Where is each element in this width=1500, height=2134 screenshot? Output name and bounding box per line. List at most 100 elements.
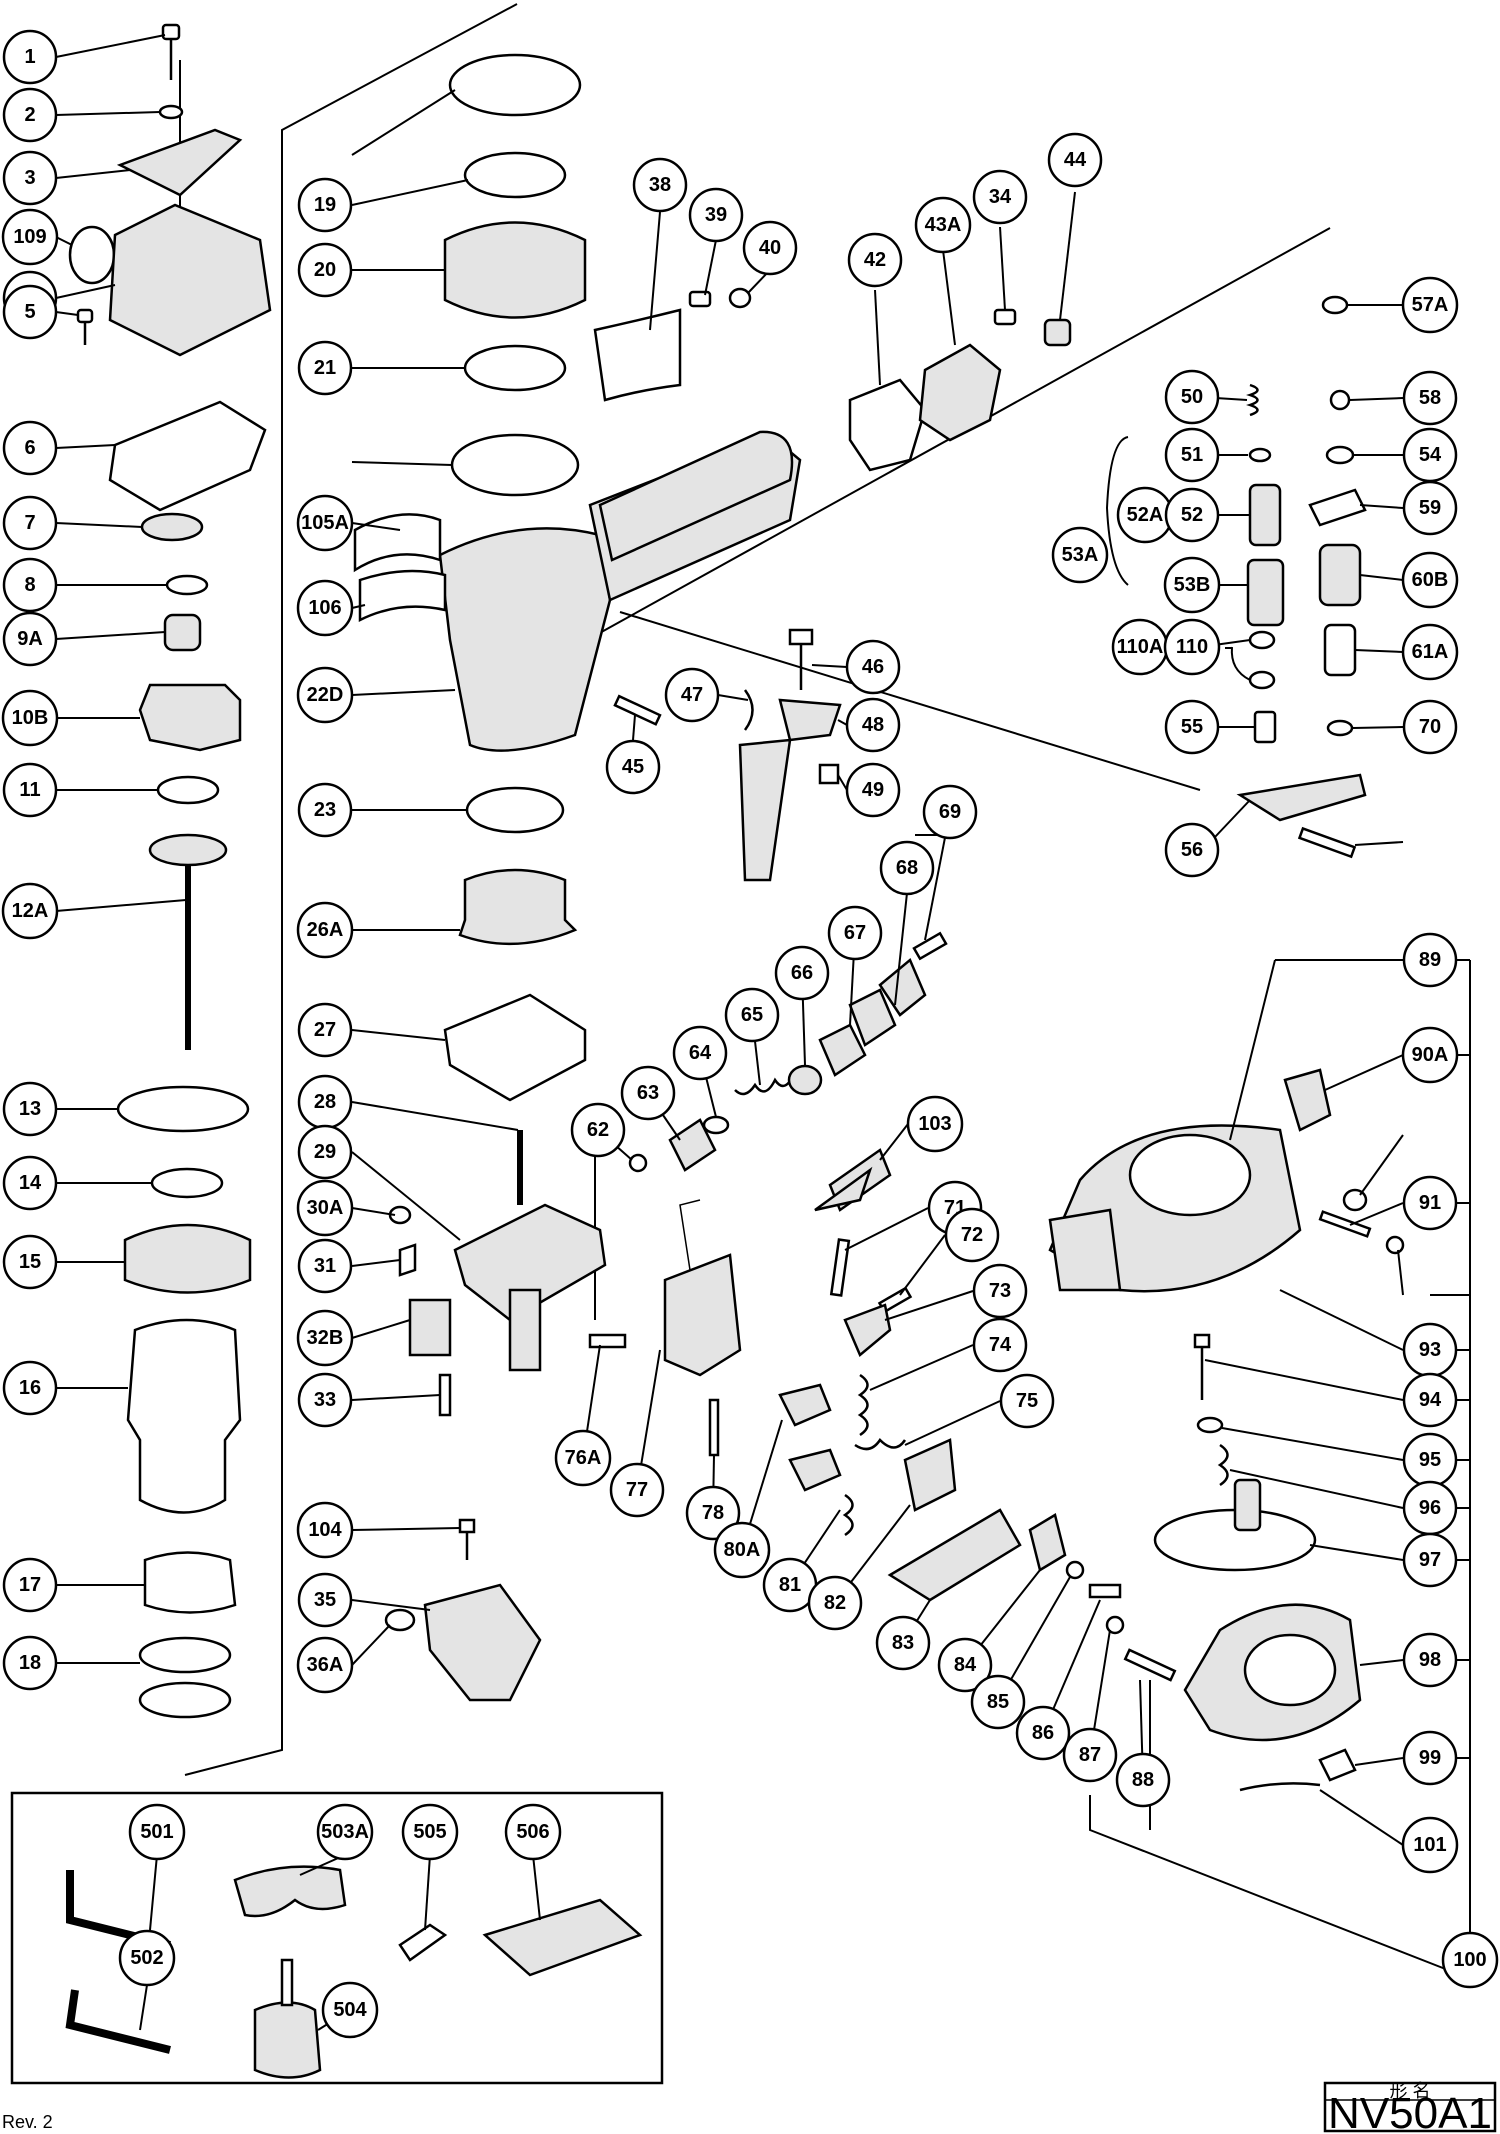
callout-label: 16: [19, 1377, 41, 1399]
callout-6: 6: [2, 420, 58, 476]
callout-52a: 52A: [1116, 486, 1174, 544]
callout-label: 3: [24, 167, 35, 189]
callout-20: 20: [297, 242, 353, 298]
callout-55: 55: [1164, 699, 1220, 755]
callout-50: 50: [1164, 369, 1220, 425]
callout-circle: [296, 666, 354, 724]
callout-label: 101: [1413, 1834, 1446, 1856]
callout-22d: 22D: [296, 666, 354, 724]
callout-circle: [972, 169, 1028, 225]
callout-circle: [664, 667, 720, 723]
callout-100: 100: [1441, 1931, 1499, 1989]
callout-label: 57A: [1412, 294, 1449, 316]
callout-circle: [807, 1575, 863, 1631]
callout-circle: [970, 1674, 1026, 1730]
callout-29: 29: [297, 1124, 353, 1180]
callout-1: 1: [2, 29, 58, 85]
callout-circle: [1401, 551, 1459, 609]
callout-110a: 110A: [1111, 618, 1169, 676]
callout-circle: [2, 611, 58, 667]
callout-circle: [1115, 1752, 1171, 1808]
callout-label: 28: [314, 1091, 336, 1113]
callout-73: 73: [972, 1263, 1028, 1319]
callout-circle: [321, 1981, 379, 2039]
revision-label: Rev. 2: [2, 2112, 53, 2132]
callout-circle: [742, 220, 798, 276]
callout-circle: [685, 1485, 741, 1541]
callout-circle: [1164, 822, 1220, 878]
callout-53a: 53A: [1051, 526, 1109, 584]
callout-circle: [2, 150, 58, 206]
callout-circle: [128, 1803, 186, 1861]
callout-label: 18: [19, 1652, 41, 1674]
callout-circle: [1401, 623, 1459, 681]
callout-label: 110A: [1117, 636, 1164, 658]
callout-label: 52A: [1127, 504, 1164, 526]
callout-96: 96: [1402, 1480, 1458, 1536]
callout-label: 9A: [17, 628, 43, 650]
callout-label: 504: [333, 1999, 367, 2021]
callout-circle: [1015, 1705, 1071, 1761]
callout-label: 19: [314, 194, 336, 216]
callout-label: 93: [1419, 1339, 1441, 1361]
callout-circle: [922, 784, 978, 840]
callout-98: 98: [1402, 1632, 1458, 1688]
callout-circle: [1047, 132, 1103, 188]
callout-110: 110: [1163, 618, 1221, 676]
callout-8: 8: [2, 557, 58, 613]
callout-label: 86: [1032, 1722, 1054, 1744]
callout-66: 66: [774, 945, 830, 1001]
callout-circle: [1163, 556, 1221, 614]
callout-49: 49: [845, 762, 901, 818]
callout-label: 1: [24, 46, 35, 68]
callout-label: 43A: [925, 214, 962, 236]
callout-circle: [845, 697, 901, 753]
part-drawings: [68, 23, 1405, 1792]
callout-label: 47: [681, 684, 703, 706]
callout-circle: [296, 1501, 354, 1559]
callout-103: 103: [906, 1095, 964, 1153]
callout-circle: [296, 1309, 354, 1367]
callout-label: 13: [19, 1098, 41, 1120]
callout-label: 103: [918, 1113, 951, 1135]
callout-label: 27: [314, 1019, 336, 1041]
callout-59: 59: [1402, 480, 1458, 536]
callout-label: 53A: [1062, 544, 1099, 566]
callout-87: 87: [1062, 1727, 1118, 1783]
callout-label: 100: [1453, 1949, 1486, 1971]
callout-circle: [937, 1637, 993, 1693]
callout-circle: [297, 1124, 353, 1180]
callout-label: 83: [892, 1632, 914, 1654]
callout-58: 58: [1402, 370, 1458, 426]
callout-circle: [297, 1002, 353, 1058]
callout-circle: [2, 1557, 58, 1613]
callout-97: 97: [1402, 1532, 1458, 1588]
callout-circle: [724, 987, 780, 1043]
callout-54: 54: [1402, 427, 1458, 483]
callout-circle: [879, 840, 935, 896]
callout-label: 501: [140, 1821, 173, 1843]
callout-circle: [1441, 1931, 1499, 1989]
callout-label: 51: [1181, 444, 1203, 466]
callout-88: 88: [1115, 1752, 1171, 1808]
callout-label: 20: [314, 259, 336, 281]
callout-label: 72: [961, 1224, 983, 1246]
callout-label: 65: [741, 1004, 763, 1026]
callout-503a: 503A: [316, 1803, 374, 1861]
callout-label: 61A: [1412, 641, 1449, 663]
callout-label: 82: [824, 1592, 846, 1614]
callout-53b: 53B: [1163, 556, 1221, 614]
callout-label: 94: [1419, 1389, 1442, 1411]
callout-circle: [1402, 370, 1458, 426]
callout-circle: [1164, 487, 1220, 543]
callout-circle: [2, 420, 58, 476]
callout-circle: [944, 1207, 1000, 1263]
callout-label: 12A: [12, 900, 49, 922]
callout-circle: [906, 1095, 964, 1153]
callout-label: 90A: [1412, 1044, 1449, 1066]
callout-77: 77: [609, 1462, 665, 1518]
callout-505: 505: [401, 1803, 459, 1861]
callout-circle: [2, 495, 58, 551]
callout-label: 2: [24, 104, 35, 126]
